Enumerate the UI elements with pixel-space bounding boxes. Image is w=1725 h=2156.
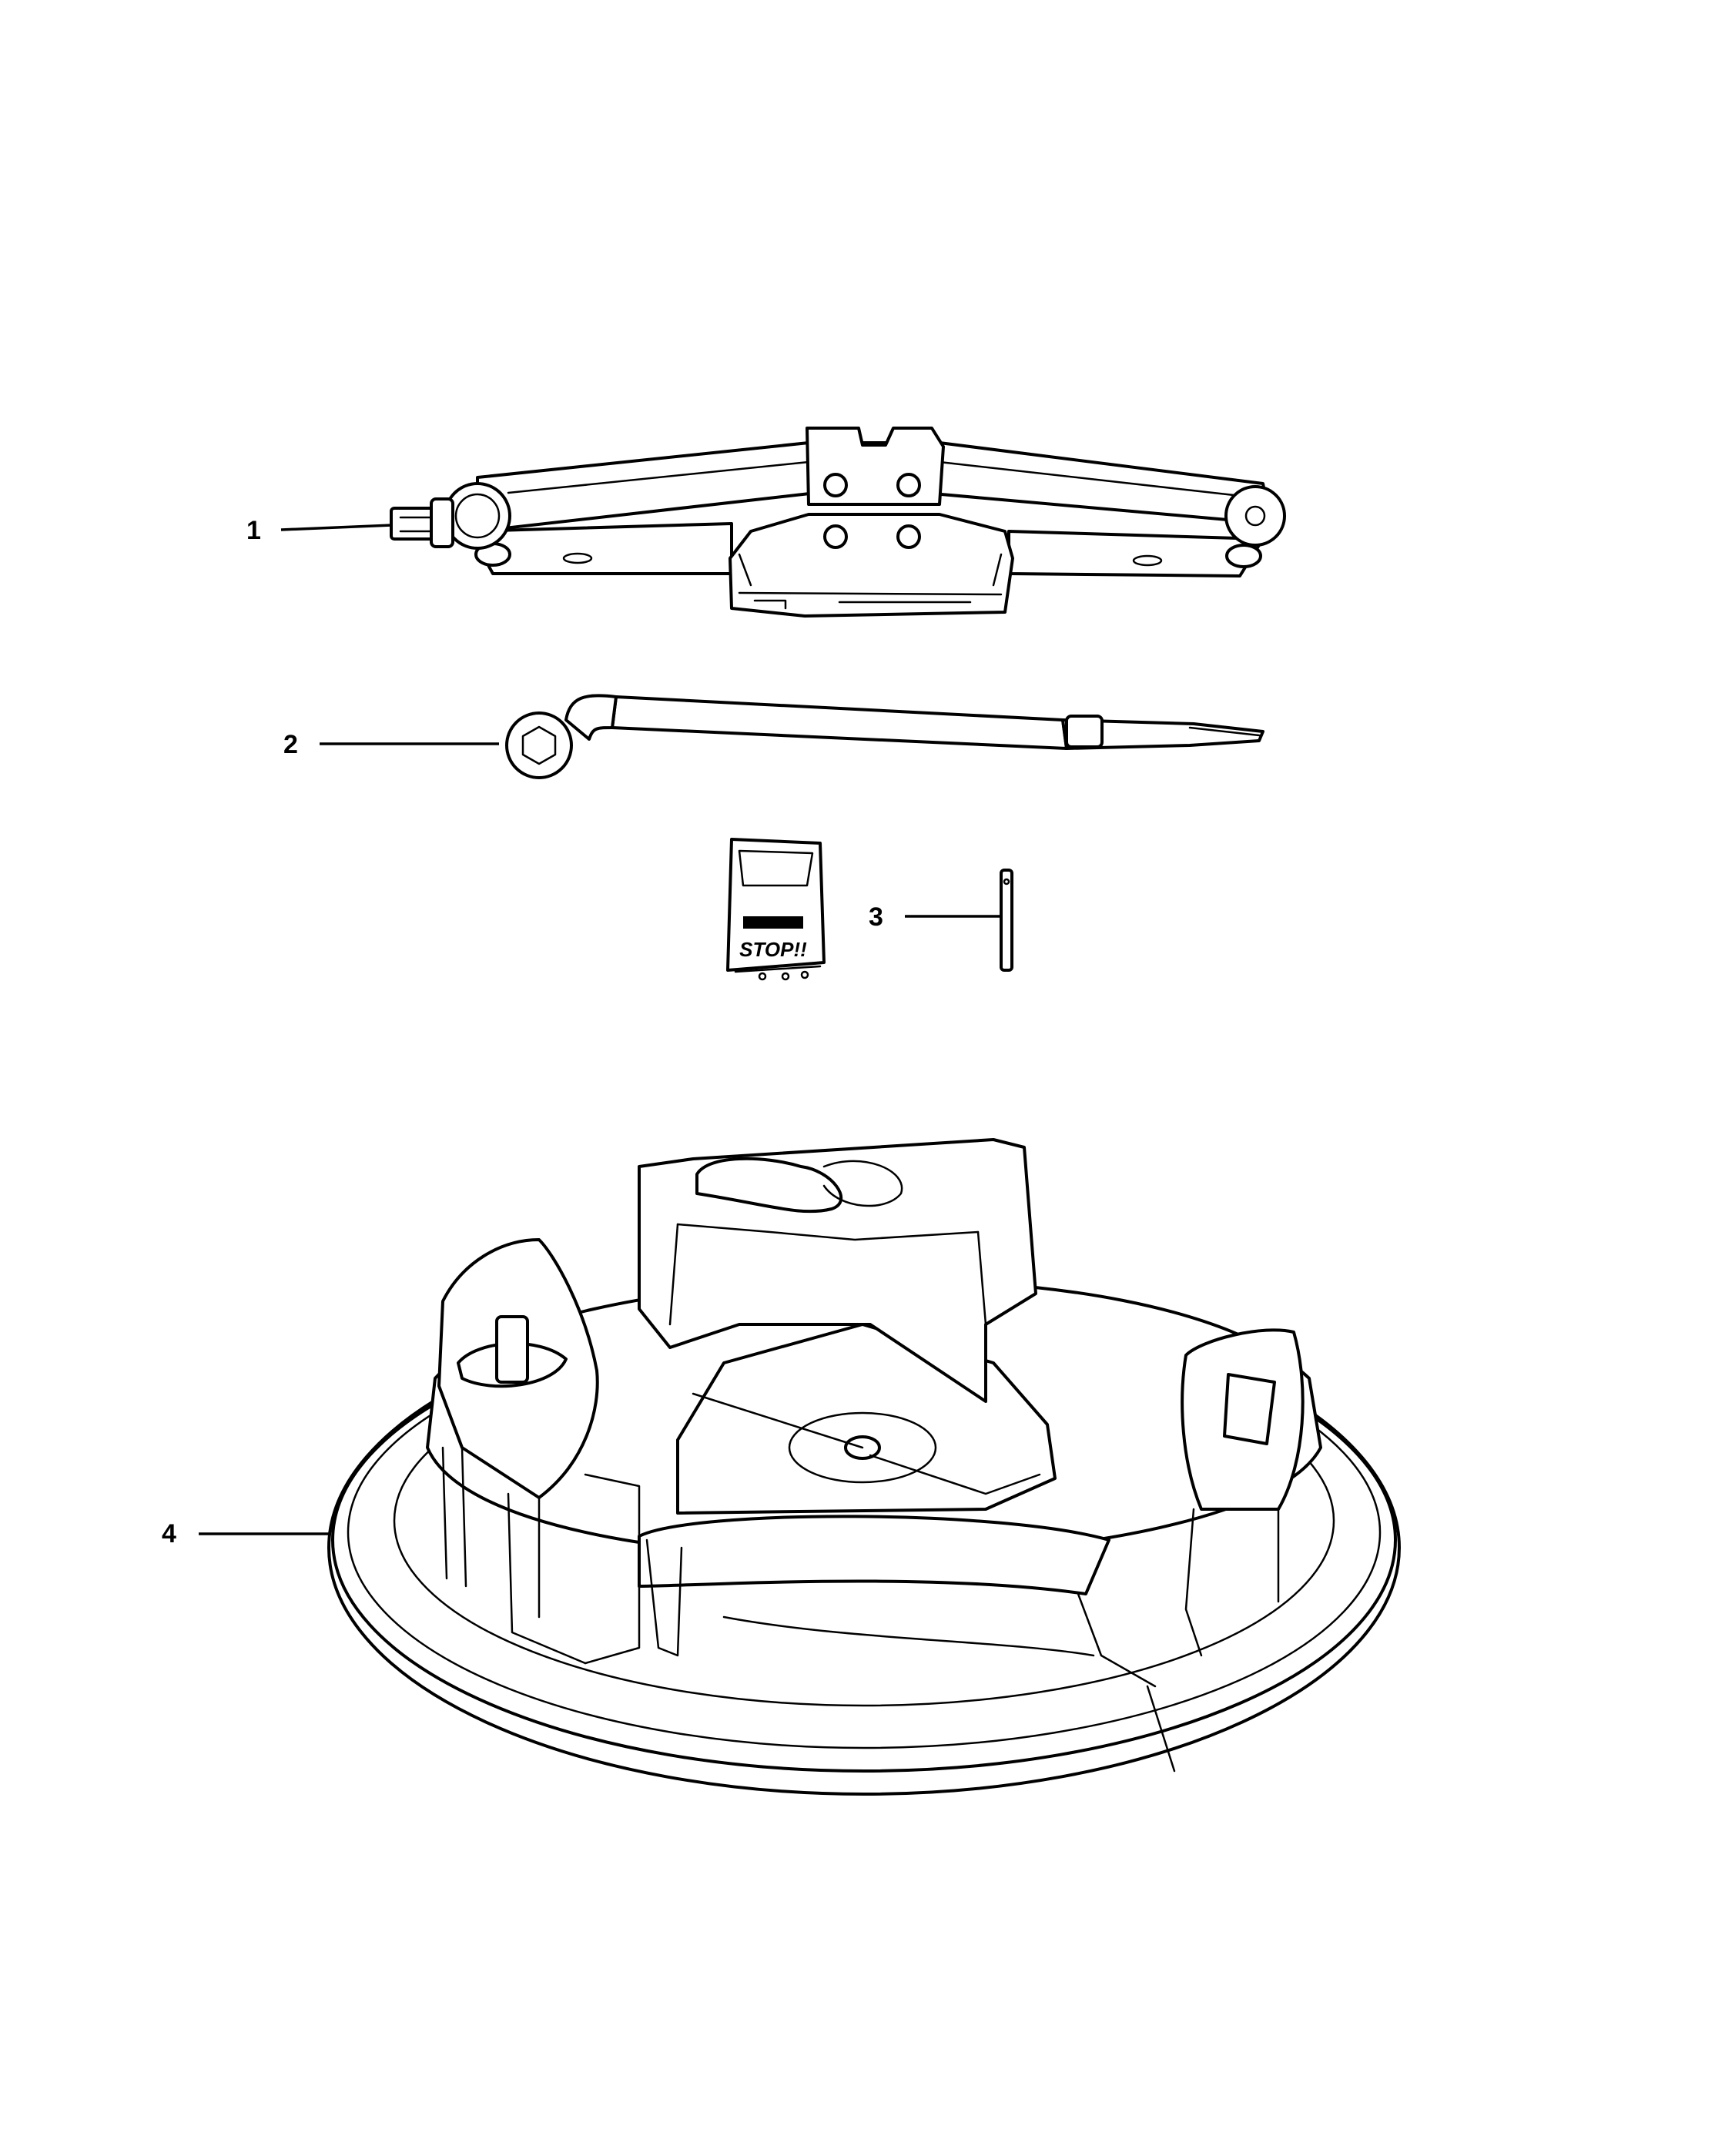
wheel-chock: STOP!! (726, 838, 826, 981)
lug-wrench (505, 694, 1264, 779)
chock-stop-text: STOP!! (739, 938, 807, 961)
chock-label-bar (743, 916, 803, 929)
callout-2-label: 2 (283, 730, 298, 759)
chock-body (726, 838, 826, 972)
callout-3-label: 3 (869, 902, 883, 932)
jack-pin (1000, 869, 1013, 972)
callout-3[interactable]: 3 (869, 902, 1001, 932)
scissor-jack (390, 427, 1286, 618)
foam-tray (327, 1138, 1401, 1796)
wrench-socket (505, 711, 573, 779)
callout-1[interactable]: 1 (246, 516, 394, 545)
callout-4[interactable]: 4 (162, 1519, 330, 1548)
wrench-shaft (611, 695, 1068, 750)
jack-base (729, 513, 1014, 618)
wrench-bend (564, 694, 618, 741)
jack-left-pivot (444, 482, 511, 550)
jack-lower-right-arm (1007, 530, 1264, 578)
jack-right-pivot (1224, 485, 1286, 547)
callout-4-label: 4 (162, 1519, 176, 1548)
tray-back-wedge (638, 1138, 1037, 1403)
wrench-tip (1061, 718, 1264, 750)
callout-1-leader (280, 524, 394, 531)
callout-2[interactable]: 2 (283, 730, 499, 759)
tray-right-pocket (1223, 1373, 1276, 1445)
callout-1-label: 1 (246, 516, 261, 545)
tray-left-pin-slot (495, 1315, 529, 1384)
tray-front-wedge (638, 1515, 1110, 1595)
